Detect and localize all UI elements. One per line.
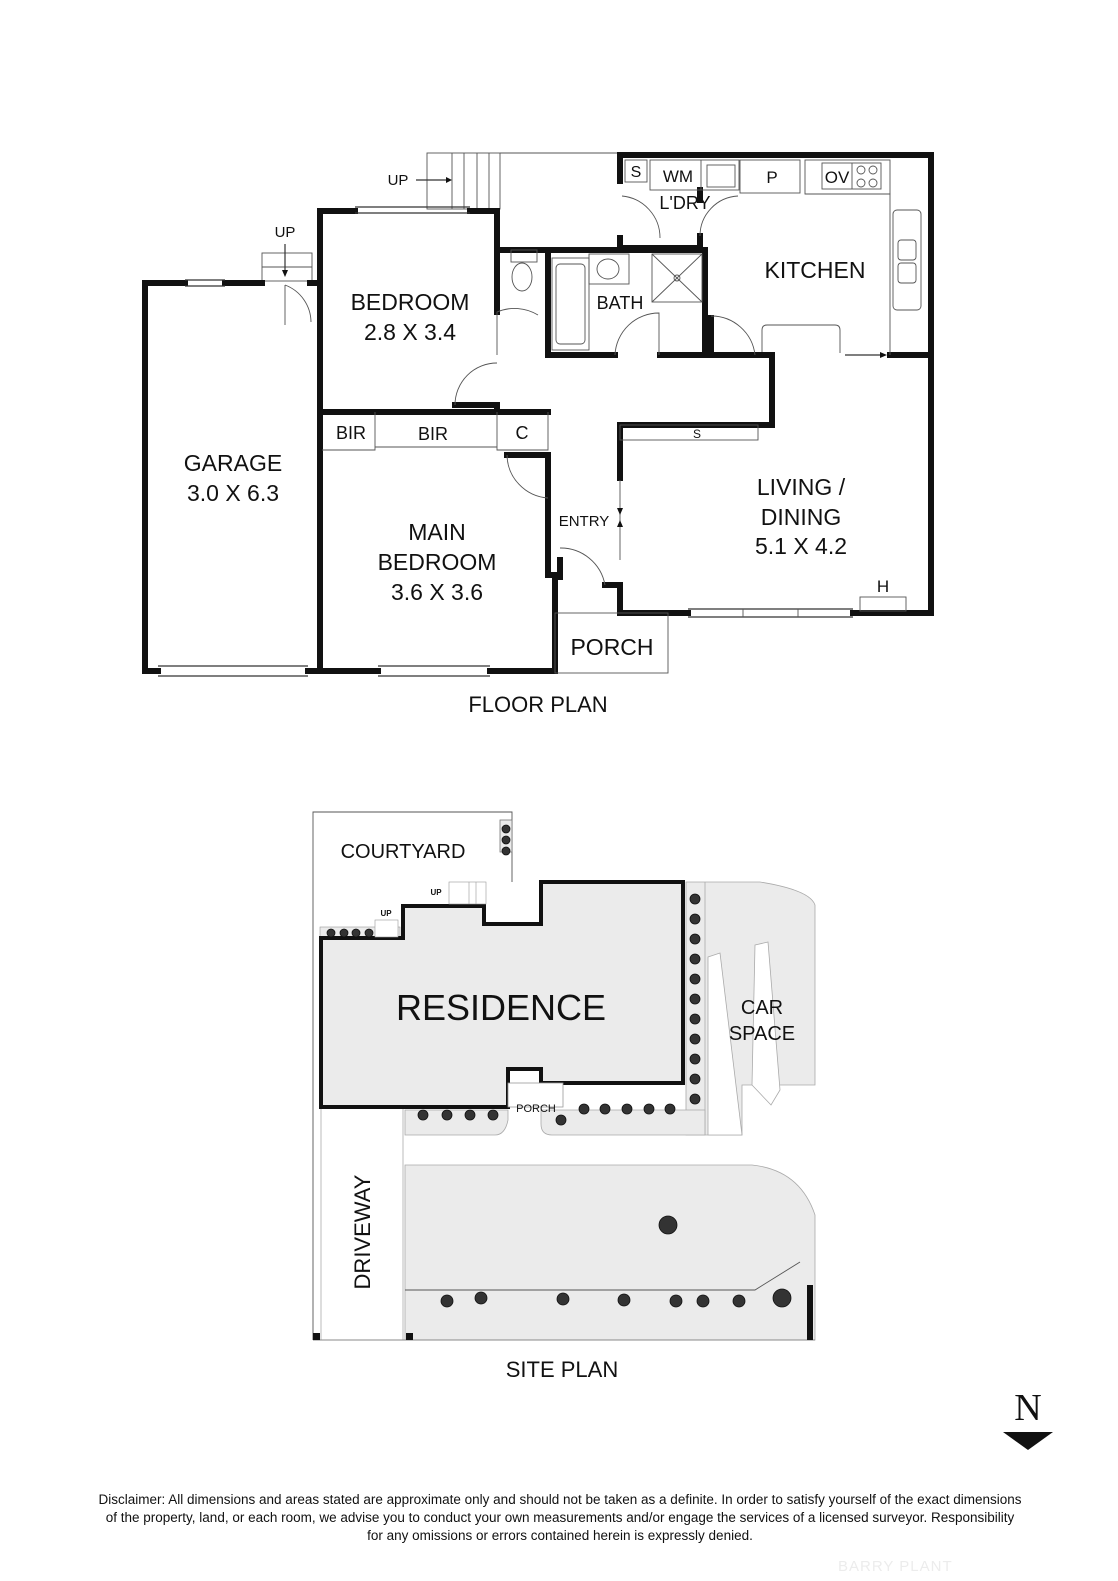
tree-icon [689, 893, 701, 905]
site-up-label: UP [380, 909, 392, 918]
tree-icon [643, 1103, 655, 1115]
courtyard-label: COURTYARD [341, 841, 466, 863]
north-arrow-icon [1003, 1432, 1053, 1450]
storage-label: S [631, 164, 642, 181]
tree-icon [664, 1103, 676, 1115]
floor-labels: UP UP GARAGE 3.0 X 6.3 BEDROOM 2.8 X 3.4… [184, 164, 889, 717]
tree-icon [417, 1109, 429, 1121]
kitchen-label: KITCHEN [765, 257, 866, 283]
main-bedroom-dims: 3.6 X 3.6 [391, 579, 483, 605]
tree-icon [696, 1294, 710, 1308]
tree-icon [689, 953, 701, 965]
watermark: BARRY PLANT [838, 1558, 953, 1575]
tree-icon [669, 1294, 683, 1308]
washing-machine-label: WM [663, 167, 693, 186]
tree-icon [772, 1288, 792, 1308]
laundry-label: L'DRY [659, 193, 710, 213]
tree-icon [440, 1294, 454, 1308]
garage-label: GARAGE [184, 450, 282, 476]
tree-icon [621, 1103, 633, 1115]
tree-icon [501, 846, 511, 856]
disclaimer-line: for any omissions or errors contained he… [367, 1528, 753, 1543]
bedroom-label: BEDROOM [351, 289, 470, 315]
residence-label: RESIDENCE [396, 987, 606, 1028]
tree-icon [464, 1109, 476, 1121]
tree-icon [364, 928, 374, 938]
trees [326, 824, 792, 1308]
tree-icon [689, 1053, 701, 1065]
bir-label: BIR [336, 423, 366, 443]
dining-label: DINING [761, 504, 842, 530]
car-space-label: CAR [741, 997, 783, 1019]
tree-icon [441, 1109, 453, 1121]
tree-icon [501, 835, 511, 845]
stairs-top [416, 152, 617, 210]
tree-icon [501, 824, 511, 834]
tree-icon [339, 928, 349, 938]
driveway-label: DRIVEWAY [350, 1174, 375, 1289]
tree-icon [556, 1292, 570, 1306]
shelf-label: S [693, 427, 701, 441]
porch-label: PORCH [570, 634, 653, 660]
tree-icon [689, 1073, 701, 1085]
site-plan: COURTYARD UP UP RESIDENCE CAR SPACE PORC… [312, 811, 816, 1382]
garage-up-label: UP [275, 224, 296, 241]
north-arrow: N [1003, 1387, 1053, 1450]
main-bedroom-label: BEDROOM [378, 549, 497, 575]
pantry-label: P [766, 168, 777, 187]
tree-icon [689, 973, 701, 985]
car-space-label: SPACE [729, 1023, 795, 1045]
tree-icon [617, 1293, 631, 1307]
tree-icon [689, 1033, 701, 1045]
tree-icon [689, 1013, 701, 1025]
floor-plan-title: FLOOR PLAN [468, 692, 607, 717]
disclaimer-line: of the property, land, or each room, we … [105, 1510, 1015, 1525]
site-plan-title: SITE PLAN [506, 1357, 618, 1382]
entry-label: ENTRY [559, 513, 610, 530]
living-label: LIVING / [757, 474, 846, 500]
stair-up-label: UP [388, 172, 409, 189]
main-bedroom-label: MAIN [408, 519, 466, 545]
tree-icon [555, 1114, 567, 1126]
bedroom-dims: 2.8 X 3.4 [364, 319, 456, 345]
tree-icon [658, 1215, 678, 1235]
cupboard-label: C [516, 423, 529, 443]
tree-icon [689, 913, 701, 925]
tree-icon [689, 993, 701, 1005]
north-label: N [1014, 1387, 1041, 1429]
oven-label: OV [825, 168, 850, 187]
tree-icon [474, 1291, 488, 1305]
tree-icon [732, 1294, 746, 1308]
disclaimer-line: Disclaimer: All dimensions and areas sta… [98, 1492, 1022, 1507]
tree-icon [326, 928, 336, 938]
tree-icon [689, 933, 701, 945]
tree-icon [487, 1109, 499, 1121]
bath-label: BATH [597, 293, 644, 313]
garage-dims: 3.0 X 6.3 [187, 480, 279, 506]
site-up-label: UP [430, 888, 442, 897]
stairs-garage [261, 244, 313, 325]
floor-plan: UP UP GARAGE 3.0 X 6.3 BEDROOM 2.8 X 3.4… [142, 152, 934, 717]
heater-label: H [877, 577, 889, 596]
walls [142, 152, 934, 677]
living-dims: 5.1 X 4.2 [755, 533, 847, 559]
tree-icon [351, 928, 361, 938]
tree-icon [578, 1103, 590, 1115]
tree-icon [689, 1093, 701, 1105]
tree-icon [599, 1103, 611, 1115]
bir-label: BIR [418, 424, 448, 444]
site-porch-label: PORCH [516, 1103, 556, 1115]
disclaimer: Disclaimer: All dimensions and areas sta… [30, 1491, 1090, 1545]
